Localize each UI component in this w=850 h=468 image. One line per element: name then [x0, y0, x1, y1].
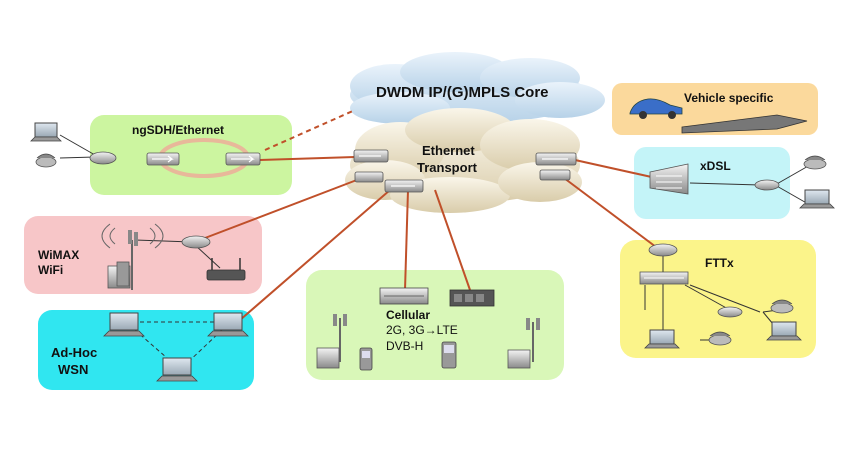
mobile-phone-left-icon: [359, 347, 373, 371]
link-cellular-server: [404, 189, 409, 291]
train-icon: [681, 114, 808, 134]
wimax-region: [24, 216, 262, 294]
onu-icon: [717, 306, 743, 318]
cell-tower-right-icon: [507, 318, 540, 369]
wimax-label-line1: WiMAX: [38, 248, 80, 262]
router-fttx-top: [648, 243, 678, 257]
phone-xdsl: [803, 155, 827, 170]
xdsl-region: [634, 147, 790, 219]
adhoc-label-line1: Ad-Hoc: [51, 345, 98, 360]
cell-tower-left-icon: [316, 314, 347, 369]
switch-transport-left2: [354, 171, 384, 183]
server-icon: [379, 287, 429, 305]
link-cellular-controller: [434, 189, 471, 291]
laptop-adhoc-2: [207, 312, 249, 337]
ngsdh-region: [90, 115, 292, 195]
switch-ngsdh-2: [225, 152, 261, 166]
controller-icon: [449, 289, 495, 307]
adhoc-region: [38, 310, 254, 390]
link-adhoc-transport: [239, 189, 391, 321]
switch-ngsdh-1: [146, 152, 180, 166]
laptop-adhoc-3: [156, 357, 198, 382]
laptop-fttx-bottom: [644, 329, 680, 349]
cellular-label-line2: 2G, 3G→LTE: [386, 323, 458, 337]
phone-ngsdh: [35, 153, 57, 168]
wifi-router-icon: [206, 258, 246, 281]
ngsdh-label: ngSDH/Ethernet: [132, 123, 225, 137]
switch-transport-center: [384, 179, 424, 193]
switch-transport-left: [353, 149, 389, 163]
transport-label-line2: Transport: [417, 160, 477, 175]
cellular-label-line3: DVB-H: [386, 339, 424, 353]
xdsl-label: xDSL: [700, 159, 731, 173]
switch-transport-right2: [539, 169, 571, 181]
cellular-label-line1: Cellular: [386, 308, 431, 322]
core-cloud: [350, 52, 605, 124]
olt-icon: [639, 271, 689, 285]
wimax-tower-icon: [101, 223, 164, 290]
mobile-phone-right-icon: [441, 341, 457, 369]
fttx-label: FTTx: [705, 256, 734, 270]
dslam-icon: [649, 163, 689, 195]
fttx-region: [620, 240, 816, 358]
switch-transport-right: [535, 152, 577, 166]
transport-label-line1: Ethernet: [422, 143, 475, 158]
router-wimax: [181, 235, 211, 249]
link-ngsdh-transport: [259, 156, 356, 161]
link-fttx-transport: [559, 174, 661, 251]
vehicle-label: Vehicle specific: [684, 91, 774, 105]
laptop-adhoc-1: [103, 312, 145, 337]
router-xdsl: [754, 179, 780, 191]
core-title: DWDM IP/(G)MPLS Core: [376, 84, 549, 101]
phone-fttx-2: [708, 331, 732, 346]
link-ngsdh-core: [264, 109, 356, 151]
phone-fttx-1: [770, 299, 794, 314]
wimax-label-line2: WiFi: [38, 263, 64, 277]
links: [204, 109, 666, 321]
link-wimax-transport: [204, 177, 363, 239]
car-icon: [629, 98, 683, 119]
laptop-fttx-right: [766, 321, 802, 341]
adhoc-label-line2: WSN: [58, 362, 89, 377]
local-links: [59, 134, 811, 341]
laptop-ngsdh: [30, 122, 62, 142]
laptop-xdsl: [799, 189, 835, 209]
router-ngsdh-left: [89, 151, 117, 165]
